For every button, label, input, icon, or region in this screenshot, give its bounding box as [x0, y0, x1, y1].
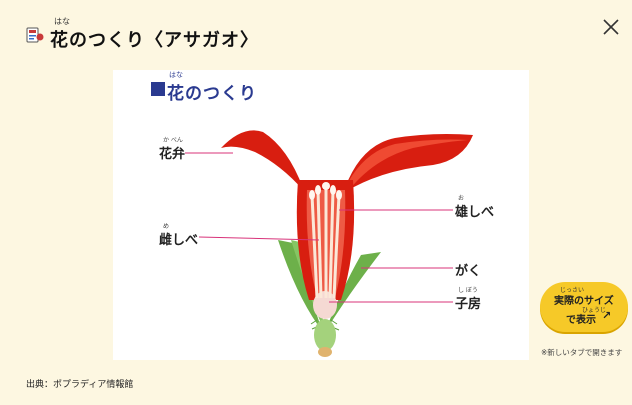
app-book-icon [26, 27, 44, 43]
petal-label-ruby: か べん [163, 137, 183, 144]
ovary-label-ruby: し ぼう [458, 287, 478, 294]
figure-title-marker [151, 82, 165, 96]
new-tab-note: ※新しいタブで開きます [541, 348, 623, 357]
close-icon[interactable] [600, 16, 622, 38]
display-label: で表示 [566, 315, 596, 326]
source-credit: 出典：ポプラディア情報館 [26, 380, 134, 390]
actual-size-label: 実際のサイズ [554, 296, 614, 307]
figure-title-ruby: はな [169, 71, 183, 79]
external-link-icon: ↗ [602, 309, 612, 322]
pistil-label: 雌しべ [159, 233, 199, 248]
dialog-title: 花のつくり〈アサガオ〉 [50, 30, 259, 51]
flower-figure: はな 花のつくり か べん 花弁 お 雄しべ め 雌しべ がく し ぼう 子房 [113, 70, 529, 360]
pistil-label-ruby: め [163, 223, 170, 230]
calyx-label: がく [455, 264, 482, 279]
stamen-label-ruby: お [458, 195, 465, 202]
actual-size-button[interactable]: じっさい 実際のサイズ ひょうじ で表示 ↗ [540, 282, 628, 332]
actual-size-ruby: じっさい [560, 287, 585, 294]
figure-title: 花のつくり [167, 84, 257, 104]
ovary-label: 子房 [455, 297, 482, 312]
title-ruby: はな [54, 17, 70, 26]
flower-illustration [185, 130, 473, 357]
dialog-header: はな 花のつくり〈アサガオ〉 [0, 0, 632, 60]
stamen-label: 雄しべ [455, 205, 495, 220]
display-ruby: ひょうじ [582, 307, 607, 314]
petal-label: 花弁 [159, 147, 186, 162]
